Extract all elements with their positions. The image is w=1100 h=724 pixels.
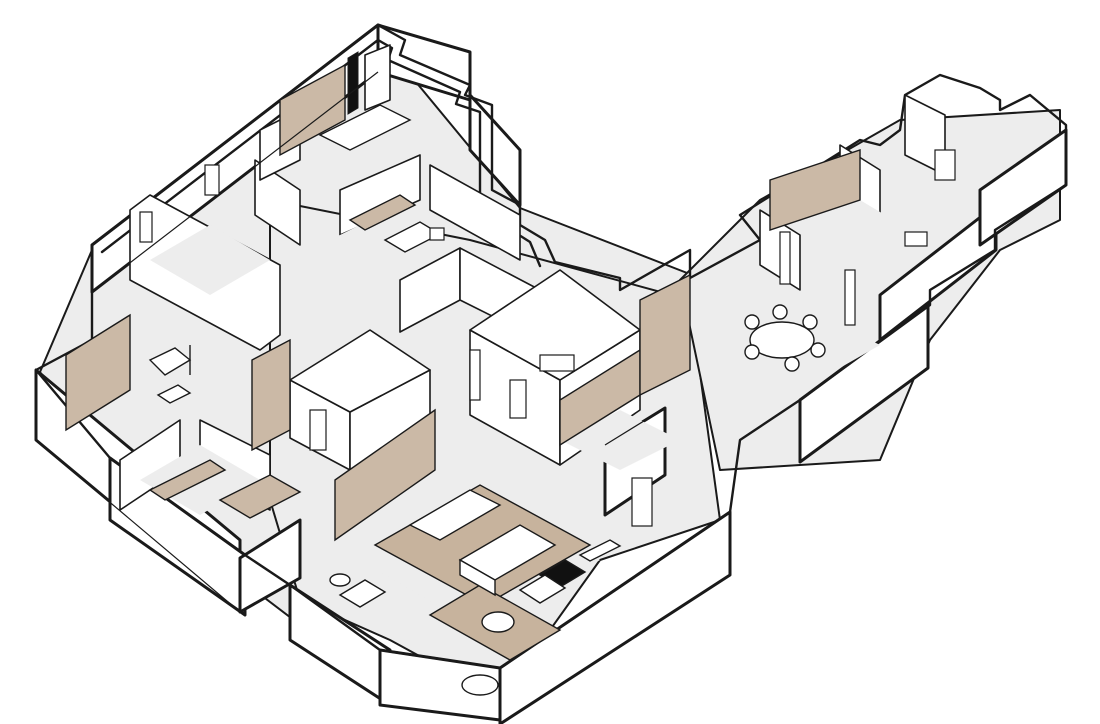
bookshelf-living <box>334 408 436 542</box>
side-table <box>338 579 387 608</box>
edge-2 <box>35 439 241 613</box>
bath-box-top <box>289 329 431 413</box>
wood-millwork <box>65 63 861 542</box>
tv-bench <box>578 539 622 562</box>
armchair <box>481 611 515 633</box>
wardrobe-right-column <box>639 273 691 397</box>
kitchen-cabinets-upper <box>769 149 861 231</box>
wall-edge-lines <box>35 71 1067 724</box>
wardrobe-center-left <box>251 338 291 452</box>
door-1 <box>469 349 481 401</box>
dining-chair-1 <box>744 314 760 330</box>
wardrobe-upper-left <box>65 313 131 432</box>
outer-wall-south-left <box>238 518 302 614</box>
dining-chair-3 <box>802 314 818 330</box>
edge-3 <box>499 574 731 724</box>
dining-area <box>744 304 826 372</box>
lower-left-bed <box>218 474 302 519</box>
sofa-back <box>459 558 496 597</box>
study-desk <box>348 194 417 231</box>
coffee-table-white <box>518 574 567 604</box>
edge-1 <box>91 71 379 293</box>
dining-chair-5 <box>784 356 800 372</box>
edge-6 <box>604 407 666 446</box>
dining-table <box>408 489 502 541</box>
outer-wall-top-main <box>34 23 1068 670</box>
lower-left-desk <box>148 459 227 501</box>
edge-5 <box>979 184 1067 246</box>
window-5 <box>309 409 327 451</box>
dining-chair-2 <box>772 304 788 320</box>
round-stool <box>329 573 351 587</box>
dark-column-top <box>347 51 359 115</box>
window-2 <box>204 164 220 196</box>
floor-upper-left-bedroom <box>150 225 270 295</box>
window-4 <box>631 477 653 527</box>
center-bed <box>318 104 412 151</box>
window-3 <box>509 379 527 419</box>
edge-4 <box>799 367 929 463</box>
lounge-chair <box>461 674 499 696</box>
living-room-furniture <box>329 484 622 696</box>
dark-accents <box>347 51 359 115</box>
window-1 <box>139 211 153 243</box>
door-3 <box>779 231 791 285</box>
partition-top-bedroom-2 <box>364 44 391 111</box>
door-2 <box>844 269 856 326</box>
shower-tray <box>934 149 956 181</box>
kitchen-sink <box>904 231 928 247</box>
fixtures <box>429 149 956 372</box>
reading-corner <box>148 345 192 404</box>
dining-chair-4 <box>810 342 826 358</box>
dining-chair-6 <box>744 344 760 360</box>
ottoman <box>156 384 192 404</box>
round-dining-table <box>749 321 815 359</box>
floor-kitchen <box>800 200 910 260</box>
openings <box>139 164 856 527</box>
wardrobe-top-bedroom <box>279 63 346 157</box>
bath-vanity <box>539 354 575 372</box>
desk-chair <box>429 227 445 241</box>
partition-study-right <box>429 164 521 261</box>
partition-bedroom-ul-side <box>254 159 301 246</box>
